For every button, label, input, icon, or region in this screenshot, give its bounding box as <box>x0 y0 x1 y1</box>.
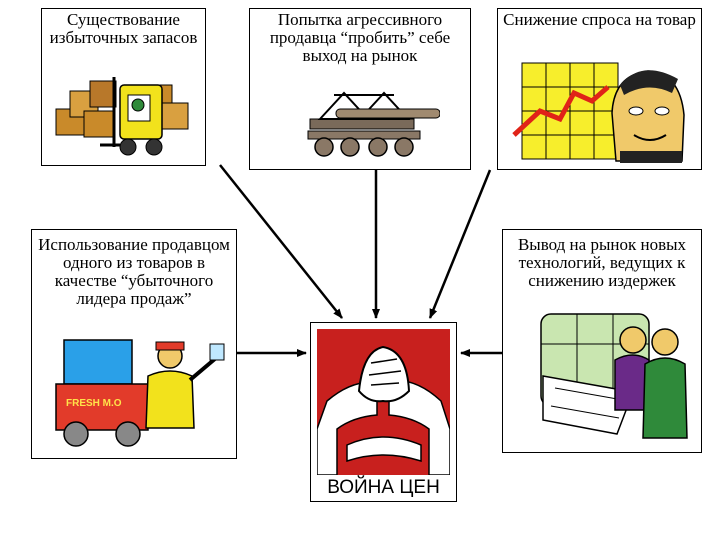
battering-ram-icon <box>307 91 440 157</box>
arm-wrestling-icon <box>317 329 450 475</box>
box-aggressive-seller-label: Попытка агрессивного продавца “пробить” … <box>269 10 451 65</box>
box-new-technologies-label: Вывод на рынок новых технологий, ведущих… <box>517 235 687 290</box>
box-falling-demand: Снижение спроса на товар <box>497 8 702 170</box>
falling-chart-man-icon <box>512 62 685 163</box>
box-falling-demand-label: Снижение спроса на товар <box>503 10 696 29</box>
box-loss-leader-label: Использование продавцом одного из товаро… <box>38 235 230 308</box>
truck-sign-text: FRESH M.O <box>66 398 122 409</box>
box-loss-leader: Использование продавцом одного из товаро… <box>31 229 237 459</box>
engineers-blueprint-icon <box>540 313 688 439</box>
box-aggressive-seller: Попытка агрессивного продавца “пробить” … <box>249 8 471 170</box>
forklift-crates-icon <box>55 77 189 156</box>
arrow-surplus <box>219 164 343 319</box>
box-new-technologies: Вывод на рынок новых технологий, ведущих… <box>502 229 702 453</box>
arrow-demand <box>428 169 492 319</box>
center-price-war: ВОЙНА ЦЕН <box>310 322 457 502</box>
box-surplus-stock: Существование избыточных запасов <box>41 8 206 166</box>
center-price-war-caption: ВОЙНА ЦЕН <box>327 477 440 498</box>
box-surplus-stock-label: Существование избыточных запасов <box>49 10 198 47</box>
juice-truck-vendor-icon: FRESH M.O <box>55 339 225 447</box>
